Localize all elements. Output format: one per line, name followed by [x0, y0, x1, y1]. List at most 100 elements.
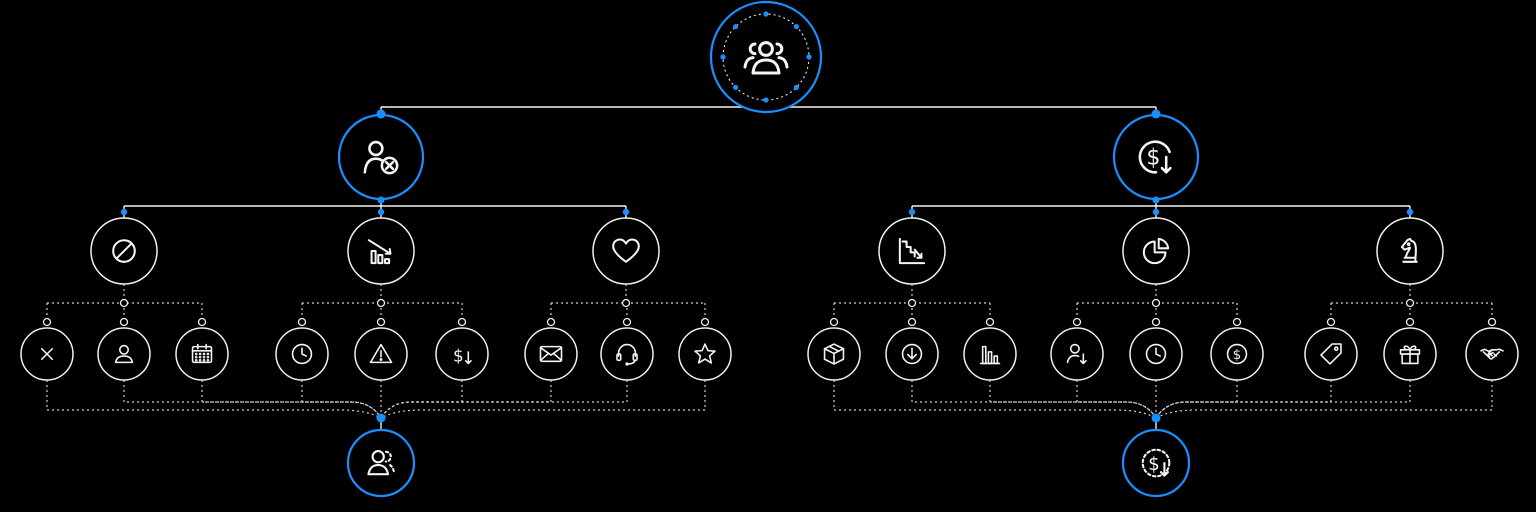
hollow-junction [197, 317, 207, 327]
leaf-node-0-0-1 [97, 327, 151, 381]
leaf-node-1-1-1 [1129, 327, 1183, 381]
branch-node-0 [337, 113, 425, 201]
hollow-junction [119, 298, 129, 308]
svg-text:$: $ [1146, 145, 1160, 171]
svg-text:$: $ [453, 345, 464, 365]
junction-dot [120, 208, 128, 216]
svg-text:$: $ [1148, 454, 1160, 475]
merge-left-outer-1 [833, 380, 1157, 419]
merge-right-0-1 [380, 380, 552, 419]
heart-icon [612, 238, 640, 263]
merge-left-1-1 [989, 380, 1157, 419]
bar-chart-icon [979, 345, 1001, 365]
child-node-1-1 [1122, 217, 1190, 285]
child-node-1-2 [1376, 217, 1444, 285]
download-icon [901, 343, 923, 365]
hollow-junction [985, 317, 995, 327]
child-node-0-2 [592, 217, 660, 285]
merge-node-1-ring [1121, 428, 1191, 498]
junction-dot [1406, 208, 1414, 216]
hollow-junction [1405, 317, 1415, 327]
hollow-junction [42, 317, 52, 327]
merge-node-1: $ [1121, 428, 1191, 498]
root-ring-dot [732, 23, 739, 30]
junction-dot [1152, 196, 1160, 204]
hollow-junction [1326, 317, 1336, 327]
hollow-junction [119, 317, 129, 327]
junction-dot [377, 196, 385, 204]
root-node [709, 0, 823, 114]
hollow-junction [1151, 317, 1161, 327]
leaf-node-0-1-1 [354, 327, 408, 381]
merge-left-outer-0 [46, 380, 382, 419]
child-node-1-0 [878, 217, 946, 285]
root-ring-dot [763, 97, 769, 103]
root-ring-dot [732, 84, 739, 91]
merge-right-1-0 [1155, 380, 1238, 419]
leaf-node-0-0-2 [175, 327, 229, 381]
merge-left-0-2 [301, 380, 382, 419]
child-node-1-0-ring [878, 217, 946, 285]
leaf-node-1-0-2-ring [963, 327, 1017, 381]
root-ring-dot [793, 84, 800, 91]
merge-left-0-0 [123, 380, 382, 419]
leaf-node-1-2-0 [1304, 327, 1358, 381]
merge-right-0-2 [380, 380, 628, 419]
gift-icon [1399, 345, 1421, 365]
clock-icon [291, 343, 313, 365]
hollow-junction [622, 317, 632, 327]
leaf-node-1-1-2: $ [1210, 327, 1264, 381]
dollar-fading-icon: $ [1141, 448, 1171, 478]
junction-dot [908, 208, 916, 216]
tag-icon [1320, 343, 1342, 365]
merge-right-0-0 [380, 380, 463, 419]
users-group-icon [743, 41, 789, 75]
hollow-junction [1232, 317, 1242, 327]
junction-dot [1152, 208, 1160, 216]
merge-node-0-ring [346, 428, 416, 498]
hollow-junction [376, 298, 386, 308]
leaf-node-0-2-2-ring [678, 327, 732, 381]
handshake-icon [1480, 348, 1504, 360]
merge-right-1-1 [1155, 380, 1332, 419]
calendar-icon [191, 343, 213, 364]
leaf-node-0-2-0-ring [524, 327, 578, 381]
hollow-junction [829, 317, 839, 327]
box-icon [823, 343, 845, 365]
hollow-junction [376, 317, 386, 327]
junction-dot [1151, 109, 1161, 119]
leaf-node-0-0-2-ring [175, 327, 229, 381]
declining-bars-icon [367, 239, 392, 265]
merge-right-outer-1 [1155, 380, 1493, 419]
dollar-decline-icon: $ [1138, 140, 1172, 174]
leaf-node-0-2-1 [600, 327, 654, 381]
ban-icon [112, 239, 136, 263]
hollow-junction [907, 298, 917, 308]
child-node-1-2-ring [1376, 217, 1444, 285]
merge-left-1-2 [1076, 380, 1157, 419]
junction-dot [376, 109, 386, 119]
warning-icon [369, 343, 393, 364]
merge-left-0-1 [201, 380, 382, 419]
hollow-junction [457, 317, 467, 327]
x-icon [40, 347, 54, 361]
pie-chart-icon [1142, 237, 1170, 265]
root-node-ring [709, 0, 823, 114]
child-node-0-1 [347, 217, 415, 285]
leaf-node-0-0-0 [20, 327, 74, 381]
leaf-node-1-0-2 [963, 327, 1017, 381]
root-ring-dot [793, 23, 800, 30]
star-icon [694, 343, 716, 364]
leaf-node-1-2-2 [1465, 327, 1519, 381]
hollow-junction [1405, 298, 1415, 308]
junction-dot [376, 413, 386, 423]
leaf-node-0-2-0 [524, 327, 578, 381]
user-fading-icon [367, 450, 396, 476]
leaf-node-0-2-1-ring [600, 327, 654, 381]
root-ring-dot [763, 11, 769, 17]
leaf-node-0-2-2 [678, 327, 732, 381]
hollow-junction [297, 317, 307, 327]
junction-dot [377, 208, 385, 216]
leaf-node-1-2-1 [1383, 327, 1437, 381]
leaf-node-0-1-0 [275, 327, 329, 381]
